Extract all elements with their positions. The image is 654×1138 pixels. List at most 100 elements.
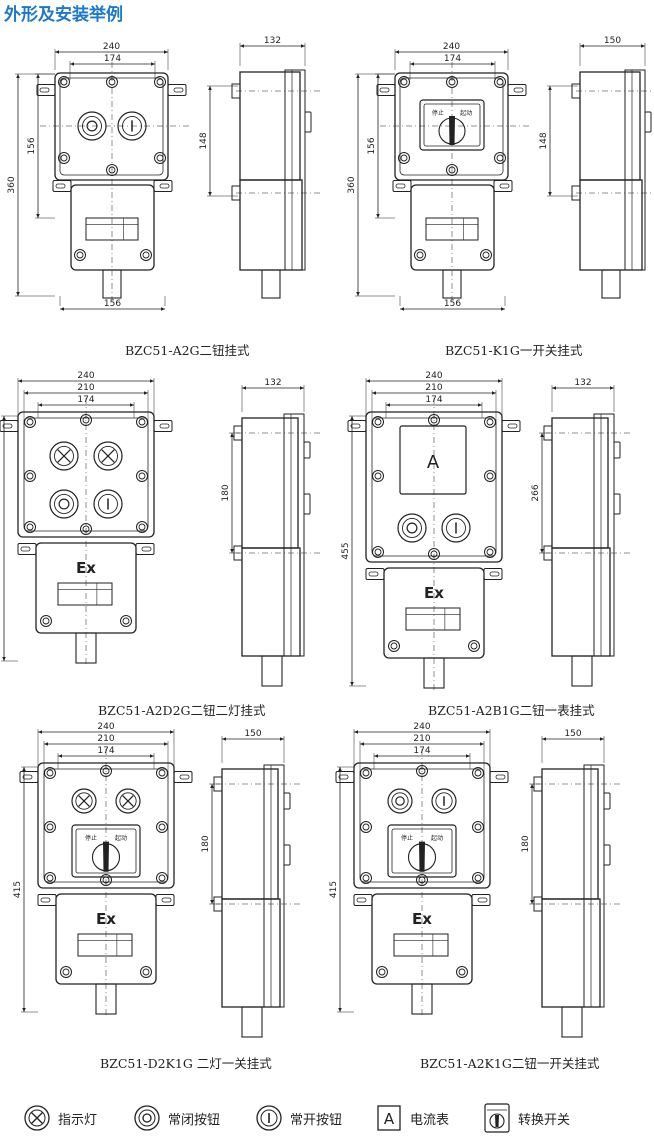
side-knob [283, 844, 291, 866]
mounting-slot [489, 571, 500, 577]
mounting-slot [22, 774, 33, 780]
mounting-screw [136, 470, 148, 482]
dimension-arrow [301, 44, 305, 48]
dimension-arrow [130, 403, 134, 407]
dimension-arrow [540, 549, 544, 553]
mounting-screw [58, 152, 70, 164]
dimension-arrow [144, 391, 148, 395]
mounting-slot [2, 423, 13, 429]
dimension-arrow [210, 900, 214, 904]
dimension-arrow [350, 416, 354, 420]
mounting-slot [173, 87, 184, 93]
mounting-ear [507, 84, 527, 96]
dimension-arrow [16, 74, 20, 78]
mounting-ear [353, 894, 373, 906]
nameplate [393, 933, 449, 957]
dimension-arrow [350, 682, 354, 686]
dimension-arrow [491, 62, 495, 66]
mounting-screw [46, 823, 54, 831]
mounting-slot [350, 423, 361, 429]
mounting-slot [513, 87, 524, 93]
dimension-value: 180 [521, 835, 531, 852]
dimension-value: 156 [27, 137, 37, 154]
dimension-arrow [16, 292, 20, 296]
dimension-arrow [486, 730, 490, 734]
mounting-screw [472, 767, 484, 779]
upper-enclosure [54, 72, 169, 181]
mounting-slot [356, 897, 367, 903]
side-enclosure-lower [239, 179, 303, 271]
mounting-ear [483, 568, 503, 580]
mounting-screw [496, 78, 504, 86]
dimension-arrow [338, 1008, 342, 1012]
dimension-arrow [372, 391, 376, 395]
mounting-screw [76, 251, 84, 259]
mounting-screw [138, 472, 146, 480]
nc-button-icon [397, 513, 427, 543]
lower-enclosure [70, 184, 155, 271]
indicator-lamp-icon [75, 792, 93, 810]
mounting-ear [153, 420, 173, 432]
cable-gland [571, 655, 593, 687]
mounting-screw [136, 416, 148, 428]
dimension-arrow [376, 214, 380, 218]
mounting-screw [372, 546, 384, 558]
dimension-value: 240 [443, 42, 460, 52]
dimension-arrow [36, 74, 40, 78]
mounting-screw [474, 769, 482, 777]
diagram-caption-5: BZC51-D2K1G 二灯一关挂式 [100, 1056, 272, 1071]
mounting-screw [474, 874, 482, 882]
dimension-arrow [376, 74, 380, 78]
dimension-arrow [610, 386, 614, 390]
dimension-arrow [60, 307, 64, 311]
mounting-screw [60, 154, 68, 162]
dimension-value: 360 [7, 176, 17, 193]
mounting-ear [493, 180, 513, 192]
dimension-arrow [530, 900, 534, 904]
mounting-slot [477, 897, 488, 903]
nc-button-icon [49, 489, 79, 519]
mounting-screw [458, 968, 466, 976]
dimension-value: 415 [13, 881, 23, 898]
dimension-arrow [208, 192, 212, 196]
mounting-screw [136, 521, 148, 533]
dimension-arrow [164, 742, 168, 746]
rotary-switch-panel [387, 824, 457, 878]
ammeter-icon: A [377, 1105, 401, 1131]
mounting-screw [40, 615, 52, 627]
mounting-screw [80, 523, 92, 535]
mounting-slot [368, 571, 379, 577]
mounting-screw [154, 76, 166, 88]
nc-button-icon [387, 788, 413, 814]
mounting-screw [372, 416, 384, 428]
ammeter-window [399, 425, 467, 495]
dimension-value: 455 [341, 542, 351, 559]
dimension-value: 240 [103, 42, 120, 52]
mounting-screw [362, 874, 370, 882]
mounting-screw [24, 521, 36, 533]
legend-label: 转换开关 [518, 1112, 571, 1128]
dimension-arrow [338, 767, 342, 771]
dimension-arrow [164, 50, 168, 54]
dimension-value: 210 [413, 734, 430, 744]
side-cover [263, 764, 285, 1008]
mounting-screw [138, 418, 146, 426]
mounting-ear [392, 180, 412, 192]
dimension-value: 240 [77, 371, 94, 381]
dimension-arrow [600, 737, 604, 741]
dimension-arrow [24, 391, 28, 395]
mounting-screw [158, 874, 166, 882]
side-cover [284, 69, 306, 271]
mounting-screw [494, 76, 506, 88]
mounting-slot [395, 183, 406, 189]
diagram-caption-6: BZC51-A2K1G二钮一开关挂式 [420, 1056, 600, 1071]
dimension-arrow [38, 403, 42, 407]
mounting-slot [40, 897, 51, 903]
nameplate [77, 933, 133, 957]
dimension-arrow [2, 416, 6, 420]
mounting-slot [495, 774, 506, 780]
nc-button-icon [402, 518, 422, 538]
mounting-screw [142, 251, 150, 259]
legend-label: 指示灯 [58, 1112, 98, 1128]
nc-button-icon [406, 522, 418, 534]
